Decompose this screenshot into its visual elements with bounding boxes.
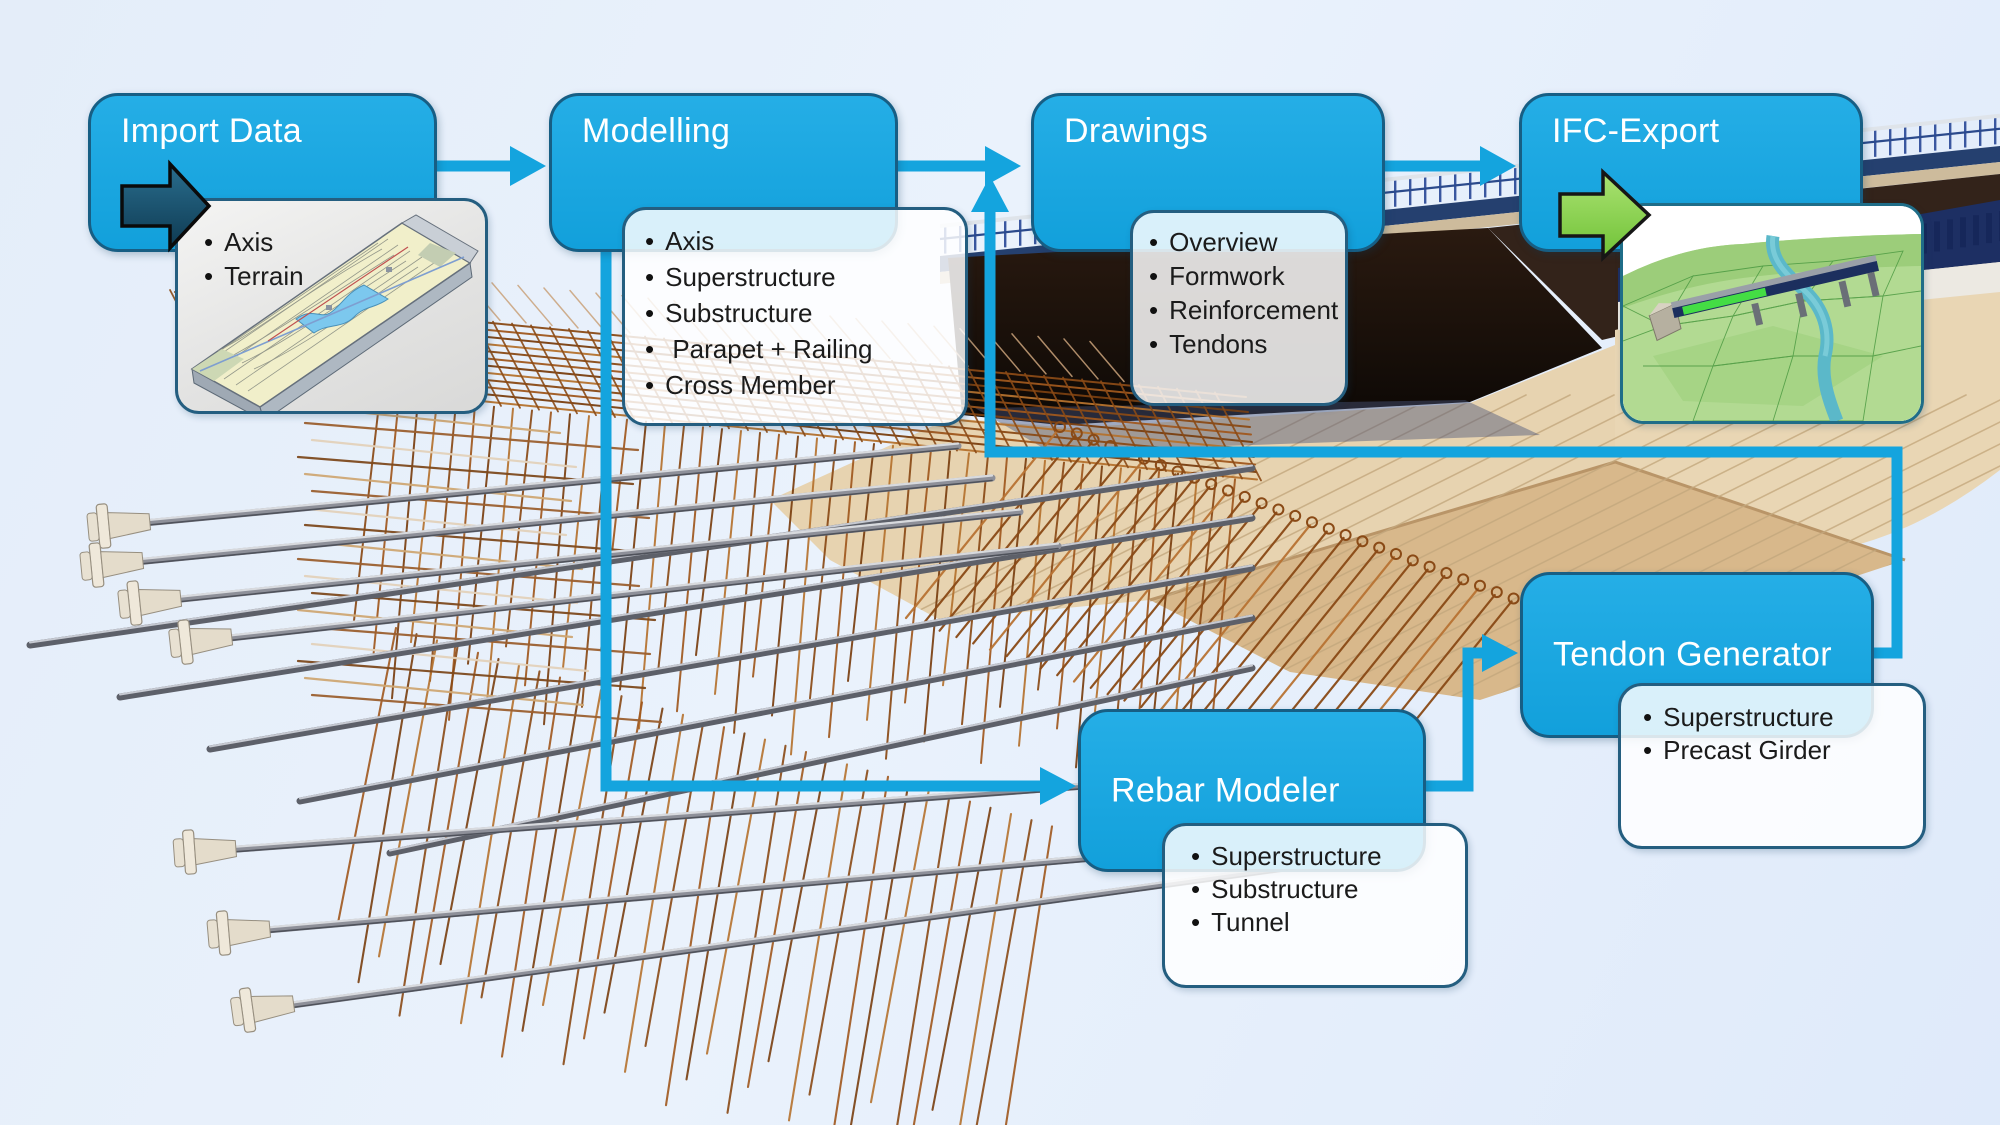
bullet-text: Cross Member (665, 370, 836, 400)
bullet-item: • Terrain (204, 263, 485, 297)
bullet-item: • Overview (1149, 229, 1345, 263)
export-arrow-icon (1558, 167, 1652, 263)
bullet-text: Superstructure (665, 262, 836, 292)
bullet-item: • Superstructure (1643, 704, 1923, 737)
tendon-generator-items: • Superstructure • Precast Girder (1621, 686, 1923, 770)
bullet-text: Substructure (1211, 874, 1359, 904)
bullet-item: • Superstructure (645, 264, 965, 300)
panel-import-data-items: • Axis • Terrain (175, 198, 488, 414)
bullet-dot: • (1191, 907, 1201, 937)
modelling-items: • Axis • Superstructure • Substructure • Parap… (625, 210, 965, 408)
bullet-dot: • (1643, 735, 1653, 765)
bullet-text: Precast Girder (1663, 735, 1831, 765)
bullet-text: Axis (665, 226, 715, 256)
bullet-dot: • (1149, 295, 1159, 325)
node-modelling-label: Modelling (582, 112, 731, 150)
connector-tendon-feedback-to-drawings (971, 176, 1903, 659)
bullet-dot: • (204, 261, 214, 291)
bullet-text: Substructure (665, 298, 813, 328)
connector-modelling-to-rebar (600, 246, 1076, 805)
bullet-item: • Parapet + Railing (645, 336, 965, 372)
bullet-item: • Substructure (645, 300, 965, 336)
bullet-dot: • (1191, 841, 1201, 871)
import-arrow-icon (120, 159, 212, 253)
bullet-text: Axis (224, 227, 274, 257)
panel-modelling-items: • Axis • Superstructure • Substructure • Parap… (622, 207, 968, 426)
bullet-item: • Reinforcement (1149, 297, 1345, 331)
connector-drawings-to-ifc (1379, 146, 1516, 186)
node-import-data-label: Import Data (121, 112, 302, 150)
panel-ifc-export-image (1620, 203, 1924, 424)
bullet-item: • Cross Member (645, 372, 965, 408)
bullet-dot: • (645, 334, 655, 364)
bullet-item: • Axis (204, 229, 485, 263)
bullet-text: Overview (1169, 227, 1278, 257)
bullet-text: Parapet + Railing (665, 334, 873, 364)
bullet-item: • Precast Girder (1643, 737, 1923, 770)
connector-modelling-to-drawings (892, 146, 1021, 186)
import-data-items: • Axis • Terrain (178, 201, 485, 297)
bullet-item: • Tendons (1149, 331, 1345, 365)
bullet-dot: • (1643, 702, 1653, 732)
bullet-text: Superstructure (1211, 841, 1382, 871)
bullet-dot: • (1149, 329, 1159, 359)
bullet-text: Terrain (224, 261, 304, 291)
bullet-dot: • (645, 298, 655, 328)
node-tendon-generator-label: Tendon Generator (1553, 635, 1832, 674)
bullet-text: Formwork (1169, 261, 1285, 291)
bullet-item: • Axis (645, 228, 965, 264)
node-rebar-modeler-label: Rebar Modeler (1111, 771, 1340, 809)
bullet-dot: • (1149, 261, 1159, 291)
connector-import-to-modelling (431, 146, 546, 186)
panel-tendon-generator-items: • Superstructure • Precast Girder (1618, 683, 1926, 849)
bullet-dot: • (645, 262, 655, 292)
panel-drawings-items: • Overview • Formwork • Reinforcement • Tendons (1130, 210, 1348, 406)
bullet-dot: • (1149, 227, 1159, 257)
connector-rebar-to-tendon (1420, 634, 1518, 792)
bullet-text: Superstructure (1663, 702, 1834, 732)
bullet-dot: • (1191, 874, 1201, 904)
bullet-text: Reinforcement (1169, 295, 1339, 325)
bullet-item: • Formwork (1149, 263, 1345, 297)
terrain-model-image (190, 214, 479, 411)
node-drawings-label: Drawings (1064, 112, 1209, 150)
bullet-text: Tendons (1169, 329, 1268, 359)
panel-rebar-modeler-items: • Superstructure • Substructure • Tunnel (1162, 823, 1468, 988)
node-ifc-export-label: IFC-Export (1552, 112, 1720, 150)
bullet-dot: • (204, 227, 214, 257)
bullet-dot: • (645, 370, 655, 400)
bullet-text: Tunnel (1211, 907, 1290, 937)
bullet-item: • Tunnel (1191, 909, 1465, 942)
bullet-item: • Superstructure (1191, 843, 1465, 876)
bullet-item: • Substructure (1191, 876, 1465, 909)
bullet-dot: • (645, 226, 655, 256)
ifc-model-image (1623, 206, 1921, 421)
rebar-modeler-items: • Superstructure • Substructure • Tunnel (1165, 826, 1465, 942)
drawings-items: • Overview • Formwork • Reinforcement • Tendons (1133, 213, 1345, 365)
